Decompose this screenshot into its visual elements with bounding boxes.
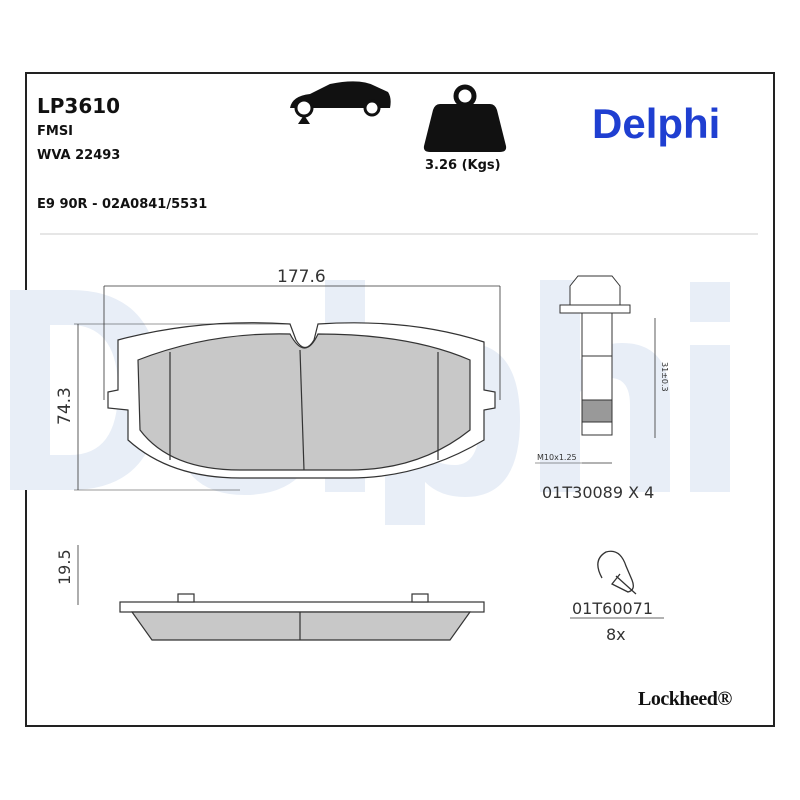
bolt-thread: M10x1.25 <box>537 453 577 462</box>
car-front-axle-icon <box>290 81 391 124</box>
bolt-drawing <box>535 275 656 464</box>
clip-quantity: 8x <box>606 625 626 644</box>
weight-value: 3.26 (Kgs) <box>425 158 501 173</box>
delphi-logo: Delphi <box>592 100 721 147</box>
wva-number: WVA 22493 <box>37 148 121 163</box>
clip-drawing <box>597 550 637 595</box>
height-dimension: 74.3 <box>55 387 75 425</box>
weight-icon <box>423 84 507 152</box>
part-number: LP3610 <box>37 94 121 118</box>
fmsi-label: FMSI <box>37 124 74 139</box>
clip-part-number: 01T60071 <box>572 599 653 618</box>
brake-pad-front-view <box>74 285 501 491</box>
lockheed-logo: Lockheed® <box>638 688 732 710</box>
approval-number: E9 90R - 02A0841/5531 <box>37 197 208 212</box>
thickness-dimension: 19.5 <box>55 549 74 585</box>
width-dimension: 177.6 <box>277 267 326 287</box>
brake-pad-side-view <box>77 545 485 641</box>
bolt-part-number: 01T30089 X 4 <box>542 483 654 502</box>
bolt-length-dimension: 31±0.3 <box>660 362 669 392</box>
